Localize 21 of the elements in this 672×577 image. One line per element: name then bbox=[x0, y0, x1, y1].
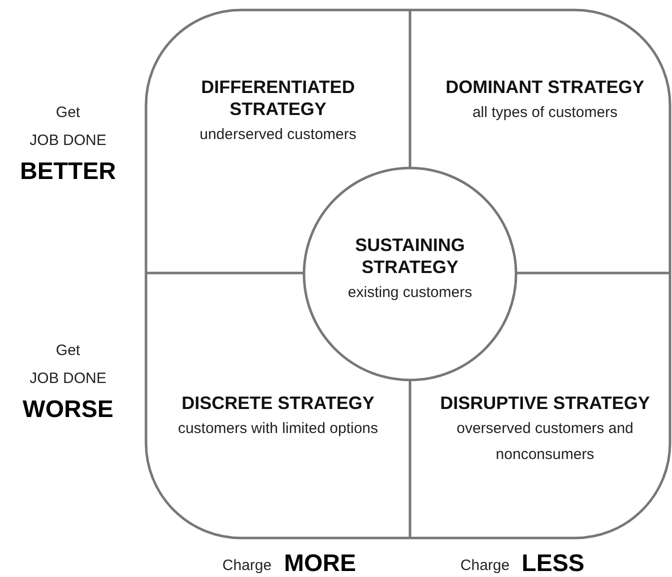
strategy-heading: DISRUPTIVE STRATEGY bbox=[440, 392, 650, 414]
axis-label: Charge bbox=[460, 557, 510, 575]
axis-label: Get bbox=[56, 342, 80, 360]
customer-description: existing customers bbox=[348, 283, 472, 303]
strategy-heading: DOMINANT STRATEGY bbox=[446, 76, 644, 98]
strategy-heading: DISCRETE STRATEGY bbox=[182, 392, 374, 414]
axis-label: Charge bbox=[222, 557, 272, 575]
axis-value-label: LESS bbox=[522, 550, 584, 577]
axis-value-label: BETTER bbox=[20, 158, 116, 186]
axis-label: JOB DONE bbox=[30, 132, 106, 150]
axis-value-label: WORSE bbox=[22, 396, 114, 424]
customer-description: overserved customers and nonconsumers bbox=[456, 419, 634, 465]
axis-label: JOB DONE bbox=[30, 370, 106, 388]
customer-description: customers with limited options bbox=[178, 419, 378, 439]
customer-description: all types of customers bbox=[472, 103, 618, 123]
strategy-heading: DIFFERENTIATED STRATEGY bbox=[200, 76, 356, 120]
axis-label: Get bbox=[56, 104, 80, 122]
center-circle bbox=[302, 166, 518, 382]
axis-value-label: MORE bbox=[284, 550, 356, 577]
customer-description: underserved customers bbox=[200, 125, 356, 145]
strategy-heading: SUSTAINING STRATEGY bbox=[354, 234, 466, 278]
